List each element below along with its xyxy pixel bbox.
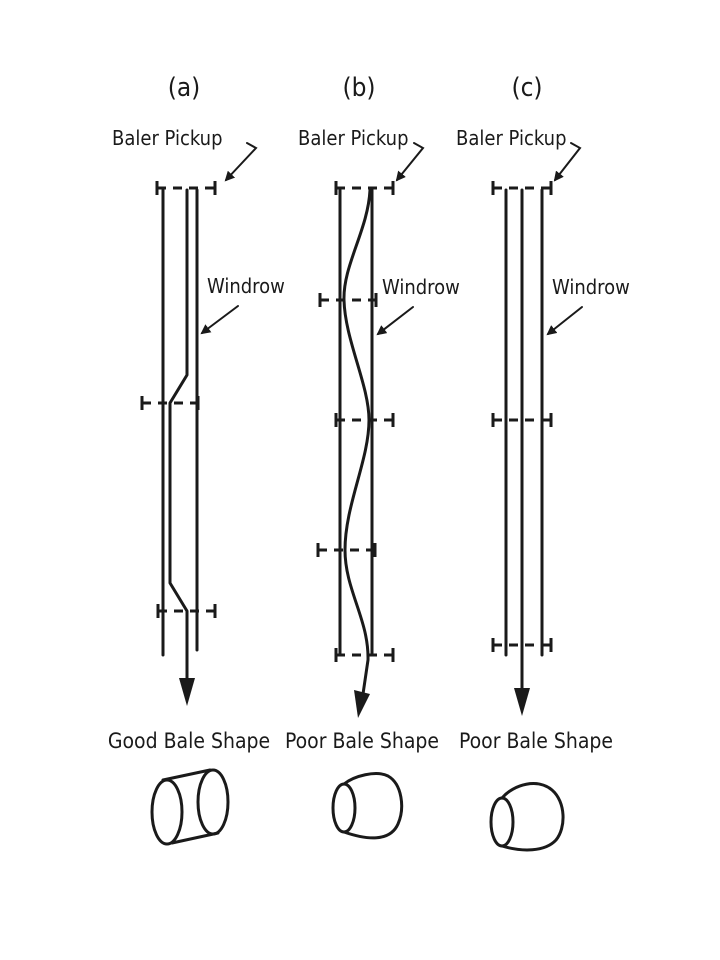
panel-a-direction-arrowhead — [179, 678, 195, 706]
panel-c-windrow-pointer — [546, 306, 583, 336]
panel-b-shape-label: Poor Bale Shape — [285, 729, 439, 753]
panel-b-windrow-label: Windrow — [382, 275, 460, 299]
panel-a-pickup-label: Baler Pickup — [112, 126, 223, 150]
panel-c-direction-arrowhead — [514, 688, 530, 716]
panel-a-pickup-marker-3 — [156, 604, 217, 618]
panel-b-direction-arrowhead — [354, 690, 370, 718]
panel-b-label: (b) — [342, 73, 375, 103]
panel-c-pickup-pointer — [553, 142, 582, 182]
panel-a-pickup-marker-1 — [155, 181, 217, 195]
panel-b-pickup-marker-5 — [334, 648, 395, 662]
panel-b-pickup-marker-4 — [316, 543, 377, 557]
panel-a: (a) Baler Pickup Windrow Good Bale Shape — [108, 73, 285, 846]
panel-a-shape-label: Good Bale Shape — [108, 729, 270, 753]
panel-c-poor-bale-icon — [489, 782, 565, 852]
panel-c-label: (c) — [511, 73, 542, 103]
panel-a-good-bale-icon — [150, 768, 230, 846]
panel-c-windrow-label: Windrow — [552, 275, 630, 299]
panel-b-windrow-pointer — [376, 306, 414, 336]
panel-c-pickup-marker-1 — [491, 181, 553, 195]
panel-a-windrow-label: Windrow — [207, 274, 285, 298]
panel-b-pickup-label: Baler Pickup — [298, 126, 409, 150]
panel-a-windrow-pointer — [200, 305, 239, 335]
panel-b-poor-bale-icon — [331, 772, 404, 840]
panel-b-pickup-pointer — [395, 142, 425, 182]
panel-b-windrow-path — [342, 188, 372, 696]
panel-a-pickup-pointer — [224, 142, 258, 182]
panel-a-label: (a) — [168, 73, 201, 103]
panel-b-pickup-marker-1 — [334, 181, 395, 195]
panel-c-pickup-label: Baler Pickup — [456, 126, 567, 150]
panel-a-windrow-path — [168, 188, 189, 680]
panel-b: (b) Baler Pickup — [285, 73, 460, 840]
panel-c-pickup-marker-2 — [491, 413, 553, 427]
panel-c: (c) Baler Pickup Windrow Poor Bale Shape — [456, 73, 630, 852]
panel-c-pickup-marker-3 — [491, 638, 553, 652]
panel-b-pickup-marker-3 — [334, 413, 395, 427]
panel-b-pickup-marker-2 — [318, 293, 378, 307]
panel-c-shape-label: Poor Bale Shape — [459, 729, 613, 753]
panel-a-pickup-marker-2 — [140, 396, 200, 410]
